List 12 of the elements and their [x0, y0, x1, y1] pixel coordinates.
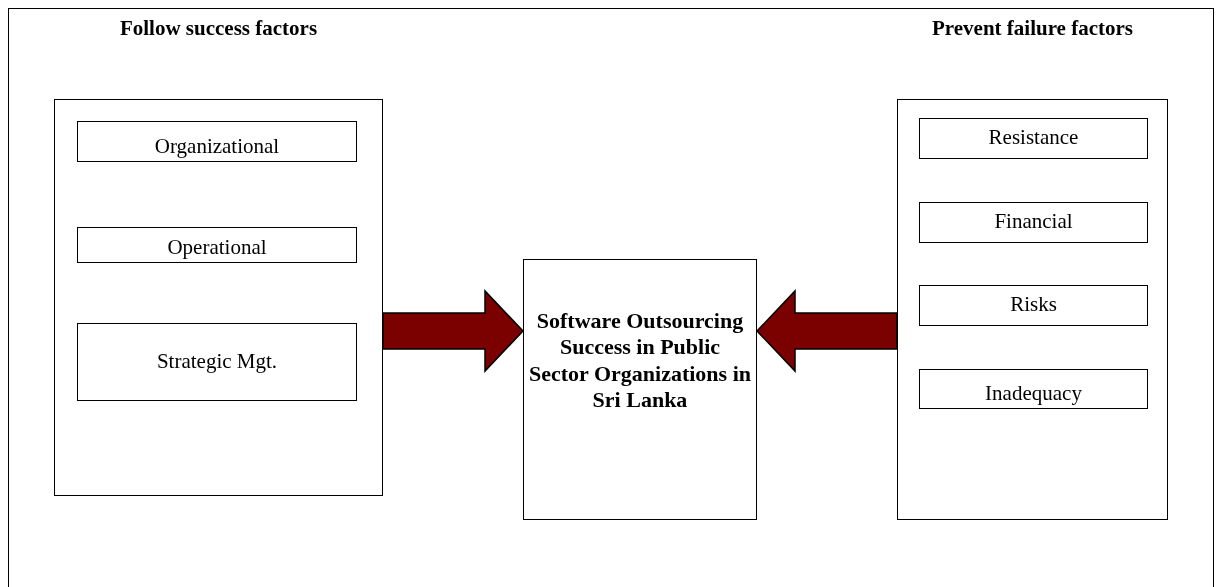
- outcome-box: Software Outsourcing Success in Public Sector Organizations in Sri Lanka: [523, 259, 757, 520]
- group-heading: Prevent failure factors: [931, 16, 1134, 41]
- factor-box: Inadequacy: [919, 369, 1148, 409]
- factor-box: Risks: [919, 285, 1148, 326]
- factor-box: Financial: [919, 202, 1148, 243]
- factor-box: Resistance: [919, 118, 1148, 159]
- factor-box: Strategic Mgt.: [77, 323, 357, 401]
- factor-box: Operational: [77, 227, 357, 263]
- group-heading: Follow success factors: [118, 16, 319, 41]
- factor-box: Organizational: [77, 121, 357, 162]
- block-arrow: [382, 289, 525, 373]
- block-arrow: [755, 289, 898, 373]
